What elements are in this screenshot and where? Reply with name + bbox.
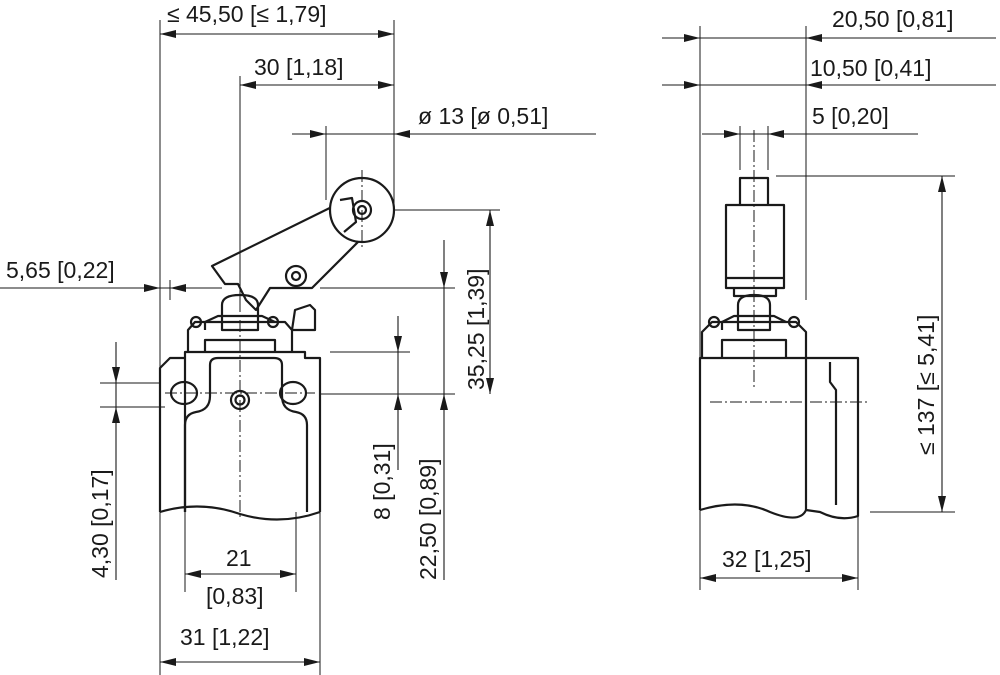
height-label: 35,25 [1,39] <box>463 269 489 391</box>
side-head-screw-left <box>707 315 721 329</box>
side-width-b-label: 10,50 [0,41] <box>810 55 932 81</box>
side-dimensions <box>662 26 996 590</box>
head-screw-right <box>266 315 280 329</box>
front-body-inner <box>183 356 309 512</box>
side-width-c-label: 5 [0,20] <box>812 103 889 129</box>
front-dimensions <box>0 20 596 675</box>
lever-bracket <box>290 303 317 332</box>
offset-label: 5,65 [0,22] <box>6 257 115 283</box>
side-cover <box>805 356 860 520</box>
side-head-top <box>720 314 787 330</box>
side-head-screw-right <box>787 315 801 329</box>
roller-diameter-label: ø 13 [ø 0,51] <box>418 103 548 129</box>
front-view <box>158 170 396 521</box>
lever-arm-overlay <box>339 196 358 233</box>
side-cover-inner <box>828 362 838 505</box>
head-screw-left <box>189 315 203 329</box>
side-lever-band <box>726 276 784 298</box>
plunger-label: 8 [0,31] <box>369 443 395 520</box>
dimension-labels: ≤ 45,50 [≤ 1,79] 30 [1,18] ø 13 [ø 0,51]… <box>6 1 954 650</box>
front-head-top <box>203 314 276 330</box>
side-body-break <box>699 503 808 519</box>
side-body-width-label: 32 [1,25] <box>722 546 812 572</box>
lever-pivot-inner <box>290 270 302 282</box>
lever-pivot <box>284 264 308 288</box>
front-body-width-label: 31 [1,22] <box>180 624 270 650</box>
side-total-height-label: ≤ 137 [≤ 5,41] <box>913 315 939 455</box>
side-width-a-label: 20,50 [0,81] <box>832 6 954 32</box>
lever-length-label: 30 [1,18] <box>254 54 344 80</box>
hole-spacing-inch-label: [0,83] <box>206 583 264 609</box>
side-view <box>698 130 870 520</box>
side-body <box>698 356 808 510</box>
body-height-label: 22,50 [0,89] <box>415 459 441 581</box>
overall-width-label: ≤ 45,50 [≤ 1,79] <box>167 1 327 27</box>
hole-spacing-label: 21 <box>226 545 252 571</box>
hole-height-label: 4,30 [0,17] <box>87 469 113 578</box>
side-lever <box>724 203 786 290</box>
